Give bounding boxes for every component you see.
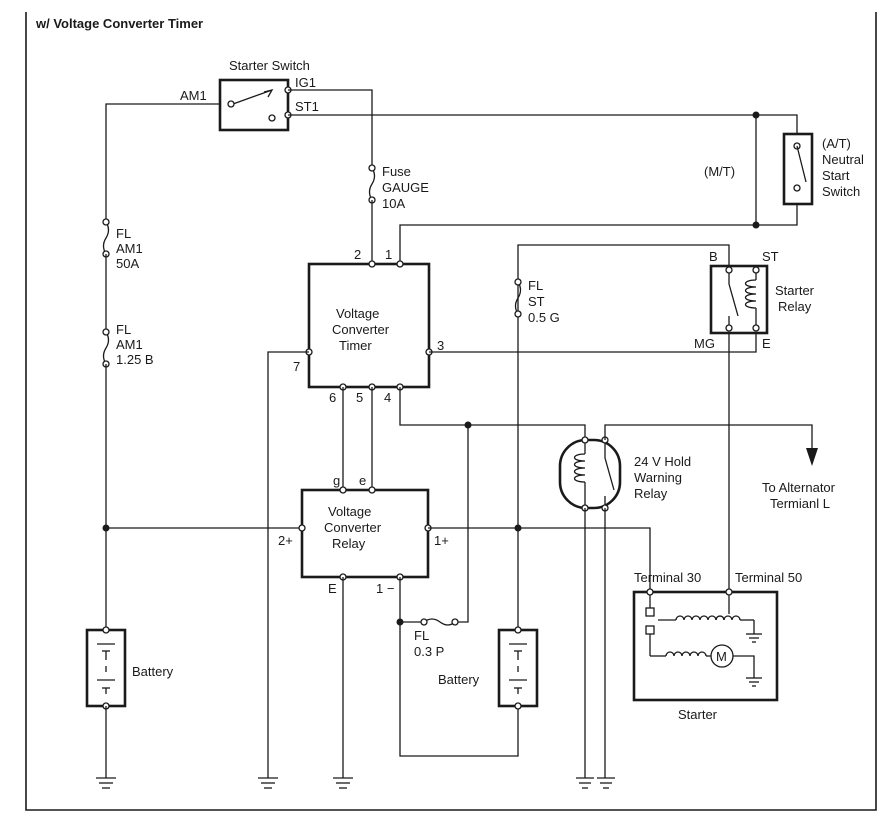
relay-e-label: E (762, 336, 771, 351)
vcr-1minus-label: 1 − (376, 581, 394, 596)
fuse-st-05g (514, 281, 522, 315)
fuse-50a-label: 50A (116, 256, 139, 271)
fl-label-a: FL (116, 226, 131, 241)
hold-warning-relay (558, 438, 622, 510)
terminal-30-label: Terminal 30 (634, 570, 701, 585)
vcr-label-3: Relay (332, 536, 366, 551)
relay-b-label: B (709, 249, 718, 264)
neutral-label: Neutral (822, 152, 864, 167)
voltage-converter-relay (300, 488, 430, 579)
motor-label: M (716, 649, 727, 664)
starter-switch (218, 78, 290, 132)
am1-label-a: AM1 (116, 241, 143, 256)
terminal-50-label: Terminal 50 (735, 570, 802, 585)
vct-pin-3: 3 (437, 338, 444, 353)
fuse-03p-label: 0.3 P (414, 644, 444, 659)
starter-relay (709, 264, 769, 335)
starter-relay-label-1: Starter (775, 283, 815, 298)
to-alternator-label-2: Termianl L (770, 496, 830, 511)
relay-st-label: ST (762, 249, 779, 264)
vct-pin-2: 2 (354, 247, 361, 262)
to-alternator-label-1: To Alternator (762, 480, 836, 495)
st-st-label: ST (528, 294, 545, 309)
fuse-10a-label: 10A (382, 196, 405, 211)
starter-label: Starter (678, 707, 718, 722)
alternator-arrow-icon (806, 448, 818, 466)
am1-label: AM1 (180, 88, 207, 103)
ground-1 (96, 777, 116, 789)
ground-5 (576, 777, 594, 789)
fuse-label: Fuse (382, 164, 411, 179)
ground-6 (597, 777, 615, 789)
frame (25, 12, 877, 811)
fl-label-b: FL (116, 322, 131, 337)
fuse-05g-label: 0.5 G (528, 310, 560, 325)
st1-label: ST1 (295, 99, 319, 114)
start-label: Start (822, 168, 850, 183)
fuse-am1-125b (102, 331, 110, 365)
hold-label-2: Warning (634, 470, 682, 485)
vct-pin-5: 5 (356, 390, 363, 405)
diagram-title: w/ Voltage Converter Timer (35, 16, 203, 31)
vcr-1plus-label: 1+ (434, 533, 449, 548)
vct-pin-6: 6 (329, 390, 336, 405)
vcr-2plus-label: 2+ (278, 533, 293, 548)
starter-relay-label-2: Relay (778, 299, 812, 314)
battery-mid-label: Battery (438, 672, 480, 687)
hold-label-3: Relay (634, 486, 668, 501)
switch-label: Switch (822, 184, 860, 199)
vct-pin-4: 4 (384, 390, 391, 405)
vct-label-3: Timer (339, 338, 372, 353)
fl-p-label: FL (414, 628, 429, 643)
relay-mg-label: MG (694, 336, 715, 351)
fuse-gauge-10a (368, 167, 376, 201)
vcr-g-label: g (333, 473, 340, 488)
vcr-e-bottom-label: E (328, 581, 337, 596)
vct-label-1: Voltage (336, 306, 379, 321)
vcr-label-1: Voltage (328, 504, 371, 519)
ground-2 (258, 777, 278, 789)
vct-label-2: Converter (332, 322, 390, 337)
vcr-label-2: Converter (324, 520, 382, 535)
at-label: (A/T) (822, 136, 851, 151)
am1-label-b: AM1 (116, 337, 143, 352)
ground-3 (333, 777, 353, 789)
vcr-e-label: e (359, 473, 366, 488)
starter-switch-label: Starter Switch (229, 58, 310, 73)
ig1-label: IG1 (295, 75, 316, 90)
vct-pin-1: 1 (385, 247, 392, 262)
fuse-03p (423, 618, 456, 626)
hold-label-1: 24 V Hold (634, 454, 691, 469)
gauge-label: GAUGE (382, 180, 429, 195)
battery-left-label: Battery (132, 664, 174, 679)
fuse-am1-50a (102, 221, 110, 255)
mt-label: (M/T) (704, 164, 735, 179)
vct-pin-7: 7 (293, 359, 300, 374)
starter-motor-box (632, 590, 779, 702)
fl-st-label: FL (528, 278, 543, 293)
fuse-125b-label: 1.25 B (116, 352, 154, 367)
